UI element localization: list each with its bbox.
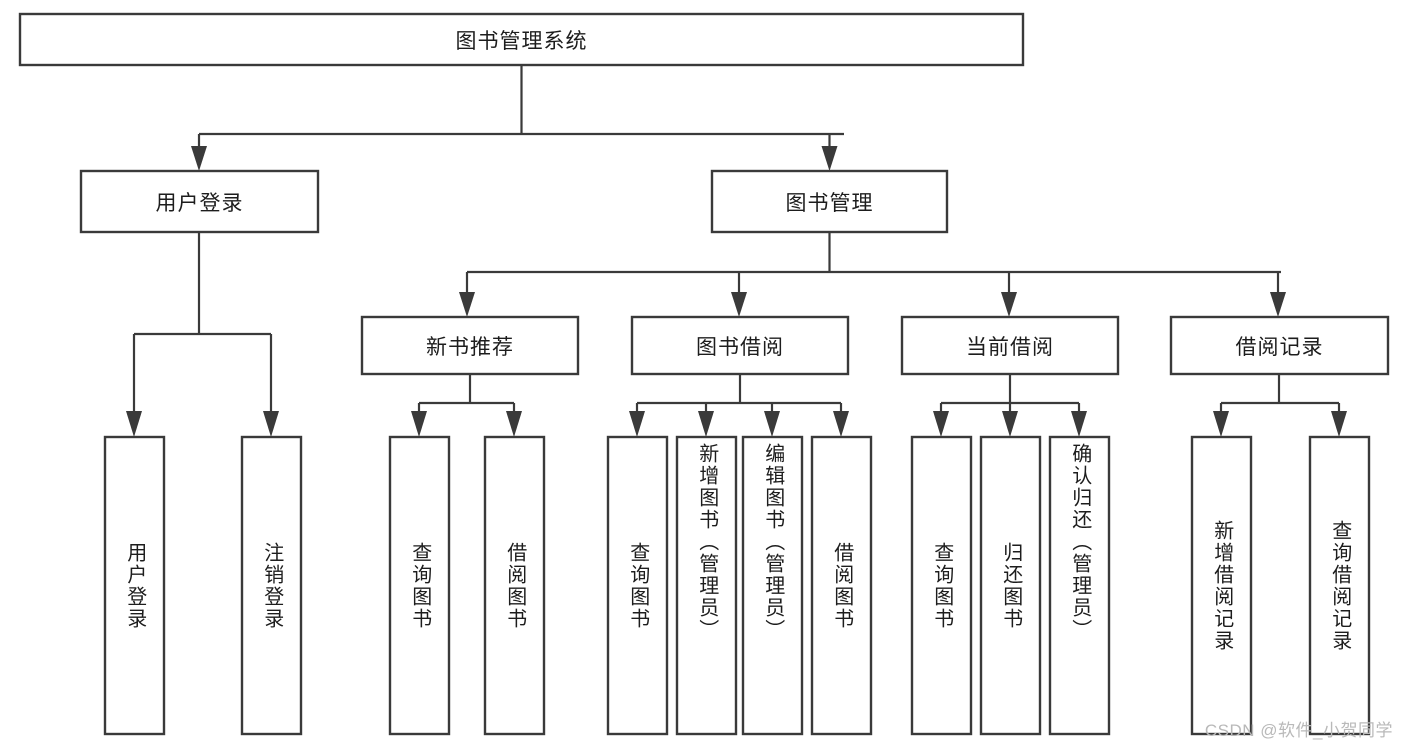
- connector-newbook-to-leaves: [411, 374, 522, 437]
- node-box-root[interactable]: [18, 12, 1025, 67]
- leaf-box-borrow-record-0[interactable]: [1190, 435, 1253, 736]
- arrow-head-icon: [933, 411, 949, 437]
- arrow-head-icon: [1213, 411, 1229, 437]
- connector-root-to-level2: [191, 65, 844, 171]
- arrow-head-icon: [459, 292, 475, 317]
- arrow-head-icon: [506, 411, 522, 437]
- leaf-box-book-borrow-1[interactable]: [675, 435, 738, 736]
- arrow-head-icon: [411, 411, 427, 437]
- leaf-box-current-borrow-2[interactable]: [1048, 435, 1111, 736]
- node-box-book-management[interactable]: [710, 169, 949, 234]
- arrow-head-icon: [764, 411, 780, 437]
- leaf-box-new-book-0[interactable]: [388, 435, 451, 736]
- arrow-head-icon: [1270, 292, 1286, 317]
- arrow-head-icon: [731, 292, 747, 317]
- leaf-box-current-borrow-1[interactable]: [979, 435, 1042, 736]
- connector-bookmgmt-to-level3: [459, 232, 1286, 317]
- connector-bookborrow-to-leaves: [629, 374, 849, 437]
- leaf-box-borrow-record-1[interactable]: [1308, 435, 1371, 736]
- arrow-head-icon: [191, 146, 207, 171]
- leaf-box-book-borrow-3[interactable]: [810, 435, 873, 736]
- leaf-box-new-book-1[interactable]: [483, 435, 546, 736]
- arrow-head-icon: [821, 146, 838, 171]
- arrow-head-icon: [1002, 411, 1018, 437]
- arrow-head-icon: [1071, 411, 1087, 437]
- arrow-head-icon: [263, 411, 279, 437]
- node-box-book-borrow[interactable]: [630, 315, 850, 376]
- node-box-current-borrow[interactable]: [900, 315, 1120, 376]
- connector-currentborrow-to-leaves: [933, 374, 1087, 437]
- arrow-head-icon: [126, 411, 142, 437]
- connector-userlogin-to-leaves: [126, 232, 279, 437]
- connector-borrowrecord-to-leaves: [1213, 374, 1347, 437]
- node-box-user-login[interactable]: [79, 169, 320, 234]
- csdn-watermark: CSDN @软件_小贺同学: [1204, 721, 1393, 740]
- node-box-borrow-record[interactable]: [1169, 315, 1390, 376]
- arrow-head-icon: [1331, 411, 1347, 437]
- leaf-box-current-borrow-0[interactable]: [910, 435, 973, 736]
- arrow-head-icon: [1001, 292, 1017, 317]
- leaf-box-book-borrow-0[interactable]: [606, 435, 669, 736]
- leaf-box-book-borrow-2[interactable]: [741, 435, 804, 736]
- arrow-head-icon: [833, 411, 849, 437]
- leaf-box-user-login-1[interactable]: [240, 435, 303, 736]
- leaf-box-user-login-0[interactable]: [103, 435, 166, 736]
- arrow-head-icon: [629, 411, 645, 437]
- node-box-new-book-recommend[interactable]: [360, 315, 580, 376]
- arrow-head-icon: [698, 411, 714, 437]
